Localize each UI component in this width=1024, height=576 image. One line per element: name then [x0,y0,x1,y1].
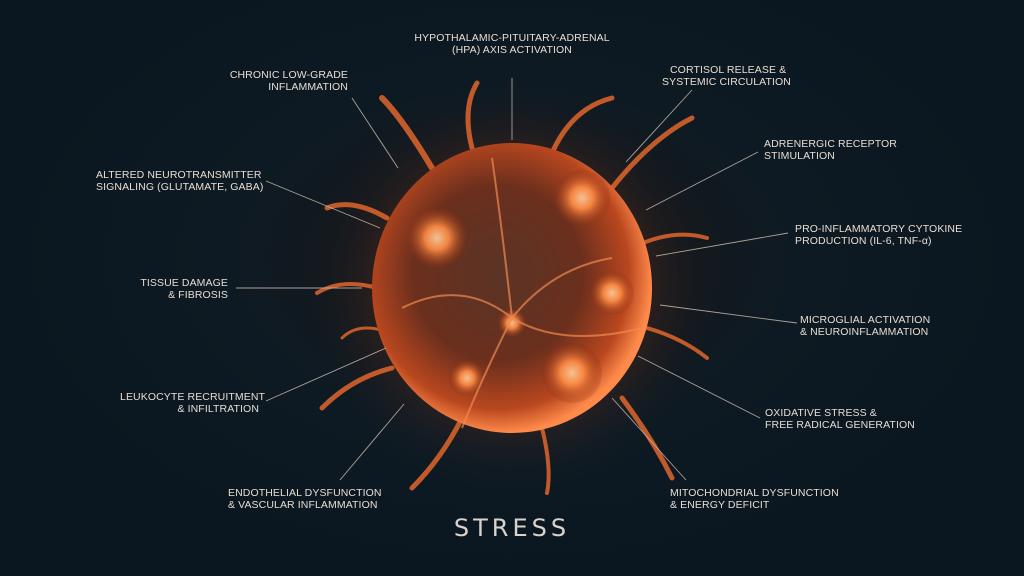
label-neurotransmitter-signaling: ALTERED NEUROTRANSMITTER SIGNALING (GLUT… [96,169,264,193]
label-line: STIMULATION [764,150,835,162]
label-endothelial-dysfunction: ENDOTHELIAL DYSFUNCTION & VASCULAR INFLA… [228,487,382,511]
label-line: TISSUE DAMAGE [140,277,228,289]
label-line: ENDOTHELIAL DYSFUNCTION [228,487,382,499]
label-microglial-activation: MICROGLIAL ACTIVATION & NEUROINFLAMMATIO… [800,314,930,338]
label-chronic-inflammation: CHRONIC LOW-GRADE INFLAMMATION [200,69,348,93]
label-line: FREE RADICAL GENERATION [765,419,915,431]
label-line: ALTERED NEUROTRANSMITTER [96,169,262,181]
label-line: OXIDATIVE STRESS & [765,407,877,419]
label-line: (HPA) AXIS ACTIVATION [452,44,572,56]
label-line: SIGNALING (GLUTAMATE, GABA) [96,181,264,193]
label-mitochondrial-dysfunction: MITOCHONDRIAL DYSFUNCTION & ENERGY DEFIC… [670,487,839,511]
label-line: PRODUCTION (IL-6, TNF-α) [795,235,932,247]
diagram-title: STRESS [453,514,571,542]
label-line: PRO-INFLAMMATORY CYTOKINE [795,223,963,235]
label-line: SYSTEMIC CIRCULATION [662,76,791,88]
label-line: & INFILTRATION [177,403,259,415]
label-line: & VASCULAR INFLAMMATION [228,499,378,511]
label-hpa-axis: HYPOTHALAMIC-PITUITARY-ADRENAL (HPA) AXI… [398,32,626,56]
label-cortisol-release: CORTISOL RELEASE & SYSTEMIC CIRCULATION [662,64,791,88]
label-line: INFLAMMATION [268,81,348,93]
label-line: ADRENERGIC RECEPTOR [764,138,897,150]
label-adrenergic-stimulation: ADRENERGIC RECEPTOR STIMULATION [764,138,897,162]
label-line: CHRONIC LOW-GRADE [229,69,348,81]
label-tissue-damage: TISSUE DAMAGE & FIBROSIS [130,277,228,301]
label-leukocyte-recruitment: LEUKOCYTE RECRUITMENT & INFILTRATION [120,391,266,415]
label-oxidative-stress: OXIDATIVE STRESS & FREE RADICAL GENERATI… [765,407,915,431]
label-line: MITOCHONDRIAL DYSFUNCTION [670,487,839,499]
label-line: MICROGLIAL ACTIVATION [800,314,931,326]
label-line: & NEUROINFLAMMATION [800,326,929,338]
label-cytokine-production: PRO-INFLAMMATORY CYTOKINE PRODUCTION (IL… [795,223,962,247]
label-line: & FIBROSIS [168,289,228,301]
label-line: LEUKOCYTE RECRUITMENT [120,391,266,403]
label-line: HYPOTHALAMIC-PITUITARY-ADRENAL [414,32,610,44]
label-line: & ENERGY DEFICIT [670,499,770,511]
stressed-cell-illustration [312,78,712,498]
label-line: CORTISOL RELEASE & [670,64,787,76]
